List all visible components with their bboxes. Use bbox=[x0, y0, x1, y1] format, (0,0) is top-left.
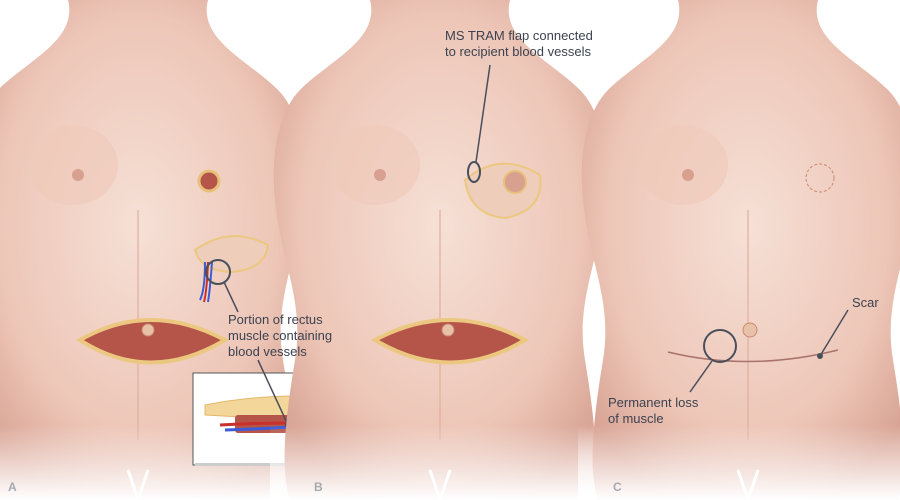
callout-line: of muscle bbox=[608, 411, 664, 426]
callout-rectus-muscle: Portion of rectus muscle containing bloo… bbox=[228, 312, 332, 360]
scar-line bbox=[667, 349, 839, 363]
panel-letter-a: A bbox=[8, 480, 17, 494]
torso-b bbox=[268, 0, 612, 500]
callout-muscle-loss: Permanent loss of muscle bbox=[608, 395, 698, 427]
abdominal-incision-b bbox=[370, 318, 530, 365]
callout-line: MS TRAM flap connected bbox=[445, 28, 593, 43]
callout-line: Permanent loss bbox=[608, 395, 699, 410]
callout-line: Scar bbox=[852, 295, 879, 310]
abdominal-incision-a bbox=[76, 318, 230, 365]
callout-line: to recipient blood vessels bbox=[445, 44, 591, 59]
mastectomy-site-a bbox=[197, 169, 221, 193]
callout-tram-flap: MS TRAM flap connected to recipient bloo… bbox=[445, 28, 593, 60]
callout-line: muscle containing bbox=[228, 328, 333, 343]
panel-letter-b: B bbox=[314, 480, 323, 494]
callout-line: blood vessels bbox=[228, 344, 307, 359]
callout-line: Portion of rectus bbox=[228, 312, 323, 327]
callout-scar: Scar bbox=[852, 295, 879, 311]
panel-letter-c: C bbox=[613, 480, 622, 494]
